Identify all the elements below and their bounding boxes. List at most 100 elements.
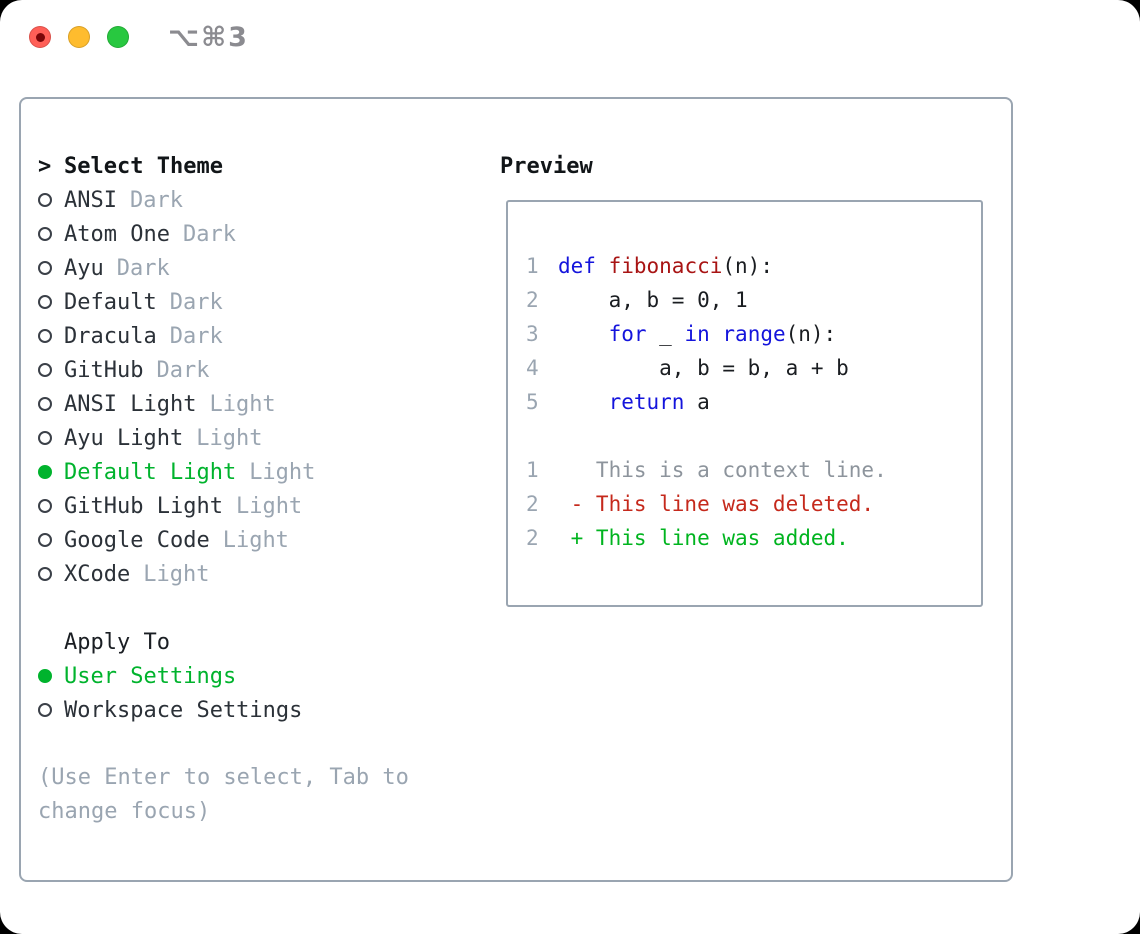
- preview-box: 1 def fibonacci(n): 2 a, b = 0, 1 3 for _ i…: [506, 200, 983, 607]
- code-lines: 1 def fibonacci(n): 2 a, b = 0, 1 3 for _ i…: [526, 249, 981, 419]
- radio-icon: [38, 329, 64, 343]
- line-number: 5: [526, 390, 539, 414]
- apply-option-workspace-settings[interactable]: Workspace Settings: [38, 693, 478, 727]
- window-title-shortcut: ⌥⌘3: [168, 22, 249, 53]
- zoom-button[interactable]: [107, 26, 129, 48]
- token-plain: a, b = b, a + b: [558, 356, 849, 380]
- radio-icon: [38, 363, 64, 377]
- line-number: 2: [526, 288, 539, 312]
- theme-item-dracula[interactable]: Dracula Dark: [38, 319, 478, 353]
- theme-item-ansi-light[interactable]: ANSI Light Light: [38, 387, 478, 421]
- line-number: 3: [526, 322, 539, 346]
- theme-list: ANSI Dark Atom One Dark Ayu Dark Default…: [38, 183, 478, 591]
- close-button-dot: [35, 32, 45, 42]
- apply-option-name: User Settings: [64, 663, 237, 689]
- radio-icon: [38, 567, 64, 581]
- radio-icon: [38, 227, 64, 241]
- theme-name: Ayu: [64, 255, 104, 281]
- theme-name: Dracula: [64, 323, 157, 349]
- prompt-cursor: >: [38, 154, 64, 179]
- diff-text: - This line was deleted.: [558, 492, 875, 516]
- theme-picker-column: > Select Theme ANSI Dark Atom One Dark A…: [38, 149, 478, 829]
- line-number: 4: [526, 356, 539, 380]
- theme-picker-panel: > Select Theme ANSI Dark Atom One Dark A…: [19, 97, 1013, 882]
- line-number: 1: [526, 458, 539, 482]
- theme-variant: Light: [209, 391, 276, 417]
- theme-item-default[interactable]: Default Dark: [38, 285, 478, 319]
- theme-variant: Light: [249, 459, 316, 485]
- theme-name: Default Light: [64, 459, 237, 485]
- token-keyword: for: [608, 322, 647, 346]
- token-function: fibonacci: [608, 254, 723, 278]
- code-diff-spacer: [526, 419, 981, 453]
- code-line-3: 3 for _ in range(n):: [526, 317, 981, 351]
- theme-item-default-light[interactable]: Default Light Light: [38, 455, 478, 489]
- code-text: for _ in range(n):: [558, 322, 837, 346]
- radio-icon: [38, 397, 64, 411]
- diff-text: This is a context line.: [558, 458, 887, 482]
- theme-item-ansi[interactable]: ANSI Dark: [38, 183, 478, 217]
- theme-name: GitHub Light: [64, 493, 223, 519]
- diff-text: + This line was added.: [558, 526, 849, 550]
- close-button[interactable]: [29, 26, 51, 48]
- line-number: 2: [526, 526, 539, 550]
- prompt-char: >: [38, 153, 52, 179]
- code-text: a, b = 0, 1: [558, 288, 748, 312]
- apply-to-header: Apply To: [38, 625, 478, 659]
- apply-to-title: Apply To: [64, 629, 170, 655]
- diff-line-added: 2 + This line was added.: [526, 521, 981, 555]
- minimize-button[interactable]: [68, 26, 90, 48]
- code-line-4: 4 a, b = b, a + b: [526, 351, 981, 385]
- code-text: return a: [558, 390, 710, 414]
- theme-variant: Dark: [169, 323, 223, 349]
- token-plain: [596, 254, 609, 278]
- select-theme-header: > Select Theme: [38, 149, 478, 183]
- radio-icon: [38, 465, 64, 479]
- apply-option-user-settings[interactable]: User Settings: [38, 659, 478, 693]
- theme-item-ayu[interactable]: Ayu Dark: [38, 251, 478, 285]
- theme-name: GitHub: [64, 357, 144, 383]
- token-keyword: def: [558, 254, 596, 278]
- apply-option-name: Workspace Settings: [64, 697, 303, 723]
- theme-name: XCode: [64, 561, 131, 587]
- diff-line-context: 1 This is a context line.: [526, 453, 981, 487]
- token-keyword: return: [608, 390, 685, 414]
- radio-icon: [38, 431, 64, 445]
- token-plain: a, b = 0, 1: [558, 288, 748, 312]
- token-plain: _: [646, 322, 685, 346]
- radio-icon: [38, 261, 64, 275]
- token-keyword: in: [684, 322, 710, 346]
- radio-icon: [38, 499, 64, 513]
- token-keyword: range: [722, 322, 786, 346]
- theme-name: Default: [64, 289, 157, 315]
- theme-variant: Dark: [182, 221, 236, 247]
- radio-icon: [38, 295, 64, 309]
- theme-variant: Light: [143, 561, 210, 587]
- token-plain: [558, 322, 609, 346]
- token-plain: (n):: [722, 254, 773, 278]
- theme-item-google-code[interactable]: Google Code Light: [38, 523, 478, 557]
- line-number: 2: [526, 492, 539, 516]
- select-theme-title: Select Theme: [64, 153, 223, 179]
- code-line-1: 1 def fibonacci(n):: [526, 249, 981, 283]
- token-plain: [710, 322, 723, 346]
- theme-item-github[interactable]: GitHub Dark: [38, 353, 478, 387]
- theme-variant: Dark: [169, 289, 223, 315]
- radio-icon: [38, 703, 64, 717]
- code-text: a, b = b, a + b: [558, 356, 849, 380]
- code-text: def fibonacci(n):: [558, 254, 773, 278]
- theme-item-atom-one[interactable]: Atom One Dark: [38, 217, 478, 251]
- radio-icon: [38, 533, 64, 547]
- theme-variant: Light: [196, 425, 263, 451]
- token-plain: a: [684, 390, 710, 414]
- theme-item-ayu-light[interactable]: Ayu Light Light: [38, 421, 478, 455]
- theme-name: Atom One: [64, 221, 170, 247]
- theme-item-github-light[interactable]: GitHub Light Light: [38, 489, 478, 523]
- line-number: 1: [526, 254, 539, 278]
- radio-icon: [38, 193, 64, 207]
- theme-item-xcode[interactable]: XCode Light: [38, 557, 478, 591]
- theme-variant: Dark: [129, 187, 183, 213]
- code-line-5: 5 return a: [526, 385, 981, 419]
